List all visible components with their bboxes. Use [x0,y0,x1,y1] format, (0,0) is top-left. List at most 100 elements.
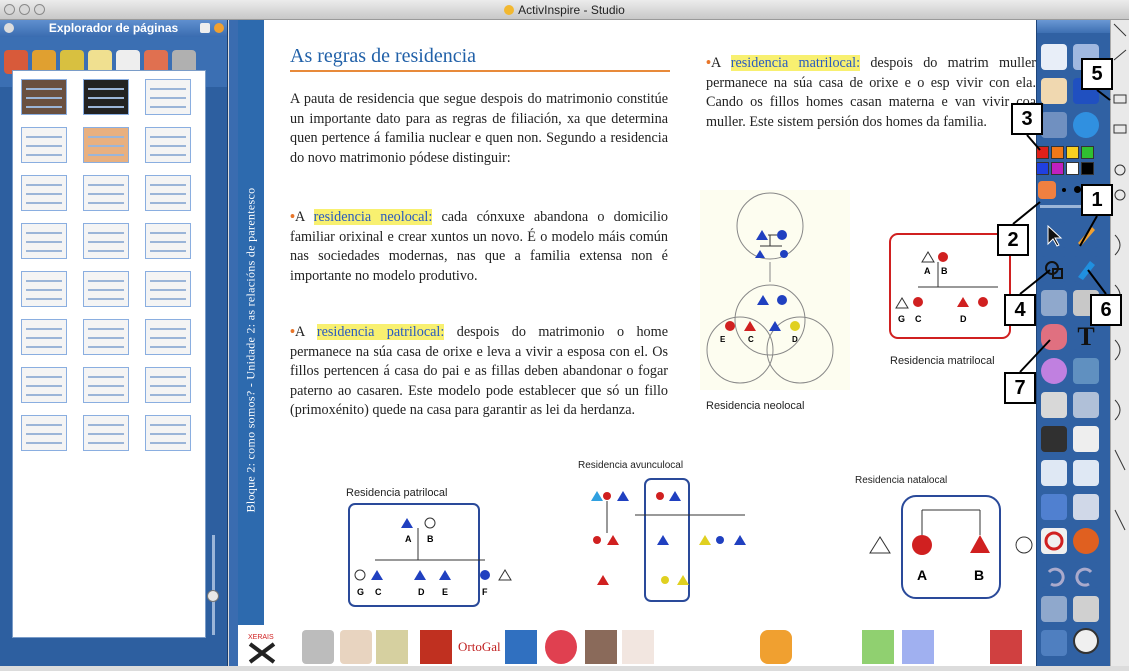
browser-icon[interactable] [1041,78,1067,104]
page-thumbnail[interactable] [83,271,129,307]
color-picker-icon[interactable] [1038,181,1056,199]
pen-width-small[interactable] [1062,188,1066,192]
text-icon[interactable]: T [1073,324,1099,350]
ortogal-link[interactable]: OrtoGal [458,639,501,654]
record-icon[interactable] [1073,528,1099,554]
highlighter-icon[interactable] [1073,256,1099,282]
page-thumbnail[interactable] [145,367,191,403]
svg-text:F: F [482,587,488,597]
spotlight-icon[interactable] [1041,494,1067,520]
pages-icon[interactable] [1041,596,1067,622]
page-thumbnail[interactable] [21,319,67,355]
page-thumbnail[interactable] [83,175,129,211]
resource-icon-10[interactable] [990,630,1022,664]
color-swatch-orange[interactable] [1051,146,1064,159]
resource-icon-9[interactable] [622,630,654,664]
moodle-icon-2[interactable] [902,630,934,664]
camera-icon[interactable] [1073,392,1099,418]
window-title: ActivInspire - Studio [518,3,625,17]
resource-icon-6[interactable] [505,630,537,664]
svg-text:A: A [917,567,927,583]
connector-icon[interactable] [1041,290,1067,316]
shape-icon[interactable] [1041,256,1067,282]
screen-icon[interactable] [1073,596,1099,622]
page-thumbnail[interactable] [145,223,191,259]
page-thumbnail[interactable] [21,367,67,403]
moodle-icon[interactable] [862,630,894,664]
color-swatch-black[interactable] [1081,162,1094,175]
page-thumbnail[interactable] [83,223,129,259]
hourglass-icon[interactable] [1073,494,1099,520]
duplicate-icon[interactable] [1073,426,1099,452]
main-menu-icon[interactable] [1041,44,1067,70]
page-thumbnail[interactable] [21,223,67,259]
svg-text:C: C [915,314,922,324]
resource-icon-5[interactable] [420,630,452,664]
resource-icon-3[interactable] [340,630,372,664]
page-thumbnail-list[interactable] [12,70,206,638]
page-thumbnail[interactable] [83,319,129,355]
resource-icon-2[interactable] [302,630,334,664]
page-thumbnail[interactable] [21,79,67,115]
callout-5: 5 [1081,58,1113,90]
color-swatch-red[interactable] [1036,146,1049,159]
page-thumbnail[interactable] [83,127,129,163]
resource-icon-7[interactable] [545,630,577,664]
butterfly-icon[interactable] [760,630,792,664]
tools-icon[interactable] [1041,112,1067,138]
pen-width-medium[interactable] [1074,186,1081,193]
caption-neolocal: Residencia neolocal [706,400,805,412]
globe-icon[interactable] [1073,112,1099,138]
caption-natalocal: Residencia natalocal [855,475,948,486]
color-swatch-blue[interactable] [1036,162,1049,175]
xerais-logo-icon[interactable]: XERAIS [246,630,278,664]
page-thumbnail[interactable] [21,271,67,307]
flipchart-page[interactable]: Bloque 2: como somos? - Unidade 2: as re… [238,20,1038,666]
resource-icon-8[interactable] [585,630,617,664]
undo-icon[interactable] [1041,562,1067,588]
reset-icon[interactable] [1041,528,1067,554]
zoom-slider[interactable] [206,535,220,640]
page-thumbnail[interactable] [83,415,129,451]
redo-icon[interactable] [1073,562,1099,588]
page-thumbnail[interactable] [145,319,191,355]
revealer-icon[interactable] [1041,426,1067,452]
page-next-icon[interactable] [1073,460,1099,486]
color-swatch-magenta[interactable] [1051,162,1064,175]
zoom-window-button[interactable] [34,4,45,15]
projector-icon[interactable] [1041,630,1067,656]
page-thumbnail[interactable] [145,79,191,115]
page-thumbnail[interactable] [83,79,129,115]
page-thumbnail[interactable] [21,175,67,211]
page-thumbnail[interactable] [21,127,67,163]
select-icon[interactable] [1041,222,1067,248]
calculator-icon[interactable] [1041,392,1067,418]
pen-icon[interactable] [1073,222,1099,248]
fill-icon[interactable] [1041,358,1067,384]
width-slider[interactable] [1040,205,1102,208]
color-swatch-yellow[interactable] [1066,146,1079,159]
resource-icon-4[interactable] [376,630,408,664]
color-swatch-green[interactable] [1081,146,1094,159]
page-thumbnail[interactable] [145,127,191,163]
page-thumbnail[interactable] [145,175,191,211]
page-prev-icon[interactable] [1041,460,1067,486]
page-thumbnail[interactable] [145,415,191,451]
pipette-icon[interactable] [1073,358,1099,384]
close-window-button[interactable] [4,4,15,15]
spine-text: Bloque 2: como somos? - Unidade 2: as re… [243,187,258,513]
shape-palette-strip [1110,20,1129,666]
eraser-icon[interactable] [1041,324,1067,350]
clock-icon[interactable] [1073,628,1099,654]
color-swatch-white[interactable] [1066,162,1079,175]
page-thumbnail[interactable] [21,415,67,451]
page-thumbnail[interactable] [145,271,191,307]
close-icon[interactable] [4,23,14,33]
page-thumbnail[interactable] [83,367,129,403]
panel-menu-icon[interactable] [200,23,210,33]
svg-text:E: E [442,587,448,597]
callout-7: 7 [1004,372,1036,404]
panel-pin-icon[interactable] [214,23,224,33]
minimize-window-button[interactable] [19,4,30,15]
intro-paragraph: A pauta de residencia que segue despois … [290,91,668,166]
